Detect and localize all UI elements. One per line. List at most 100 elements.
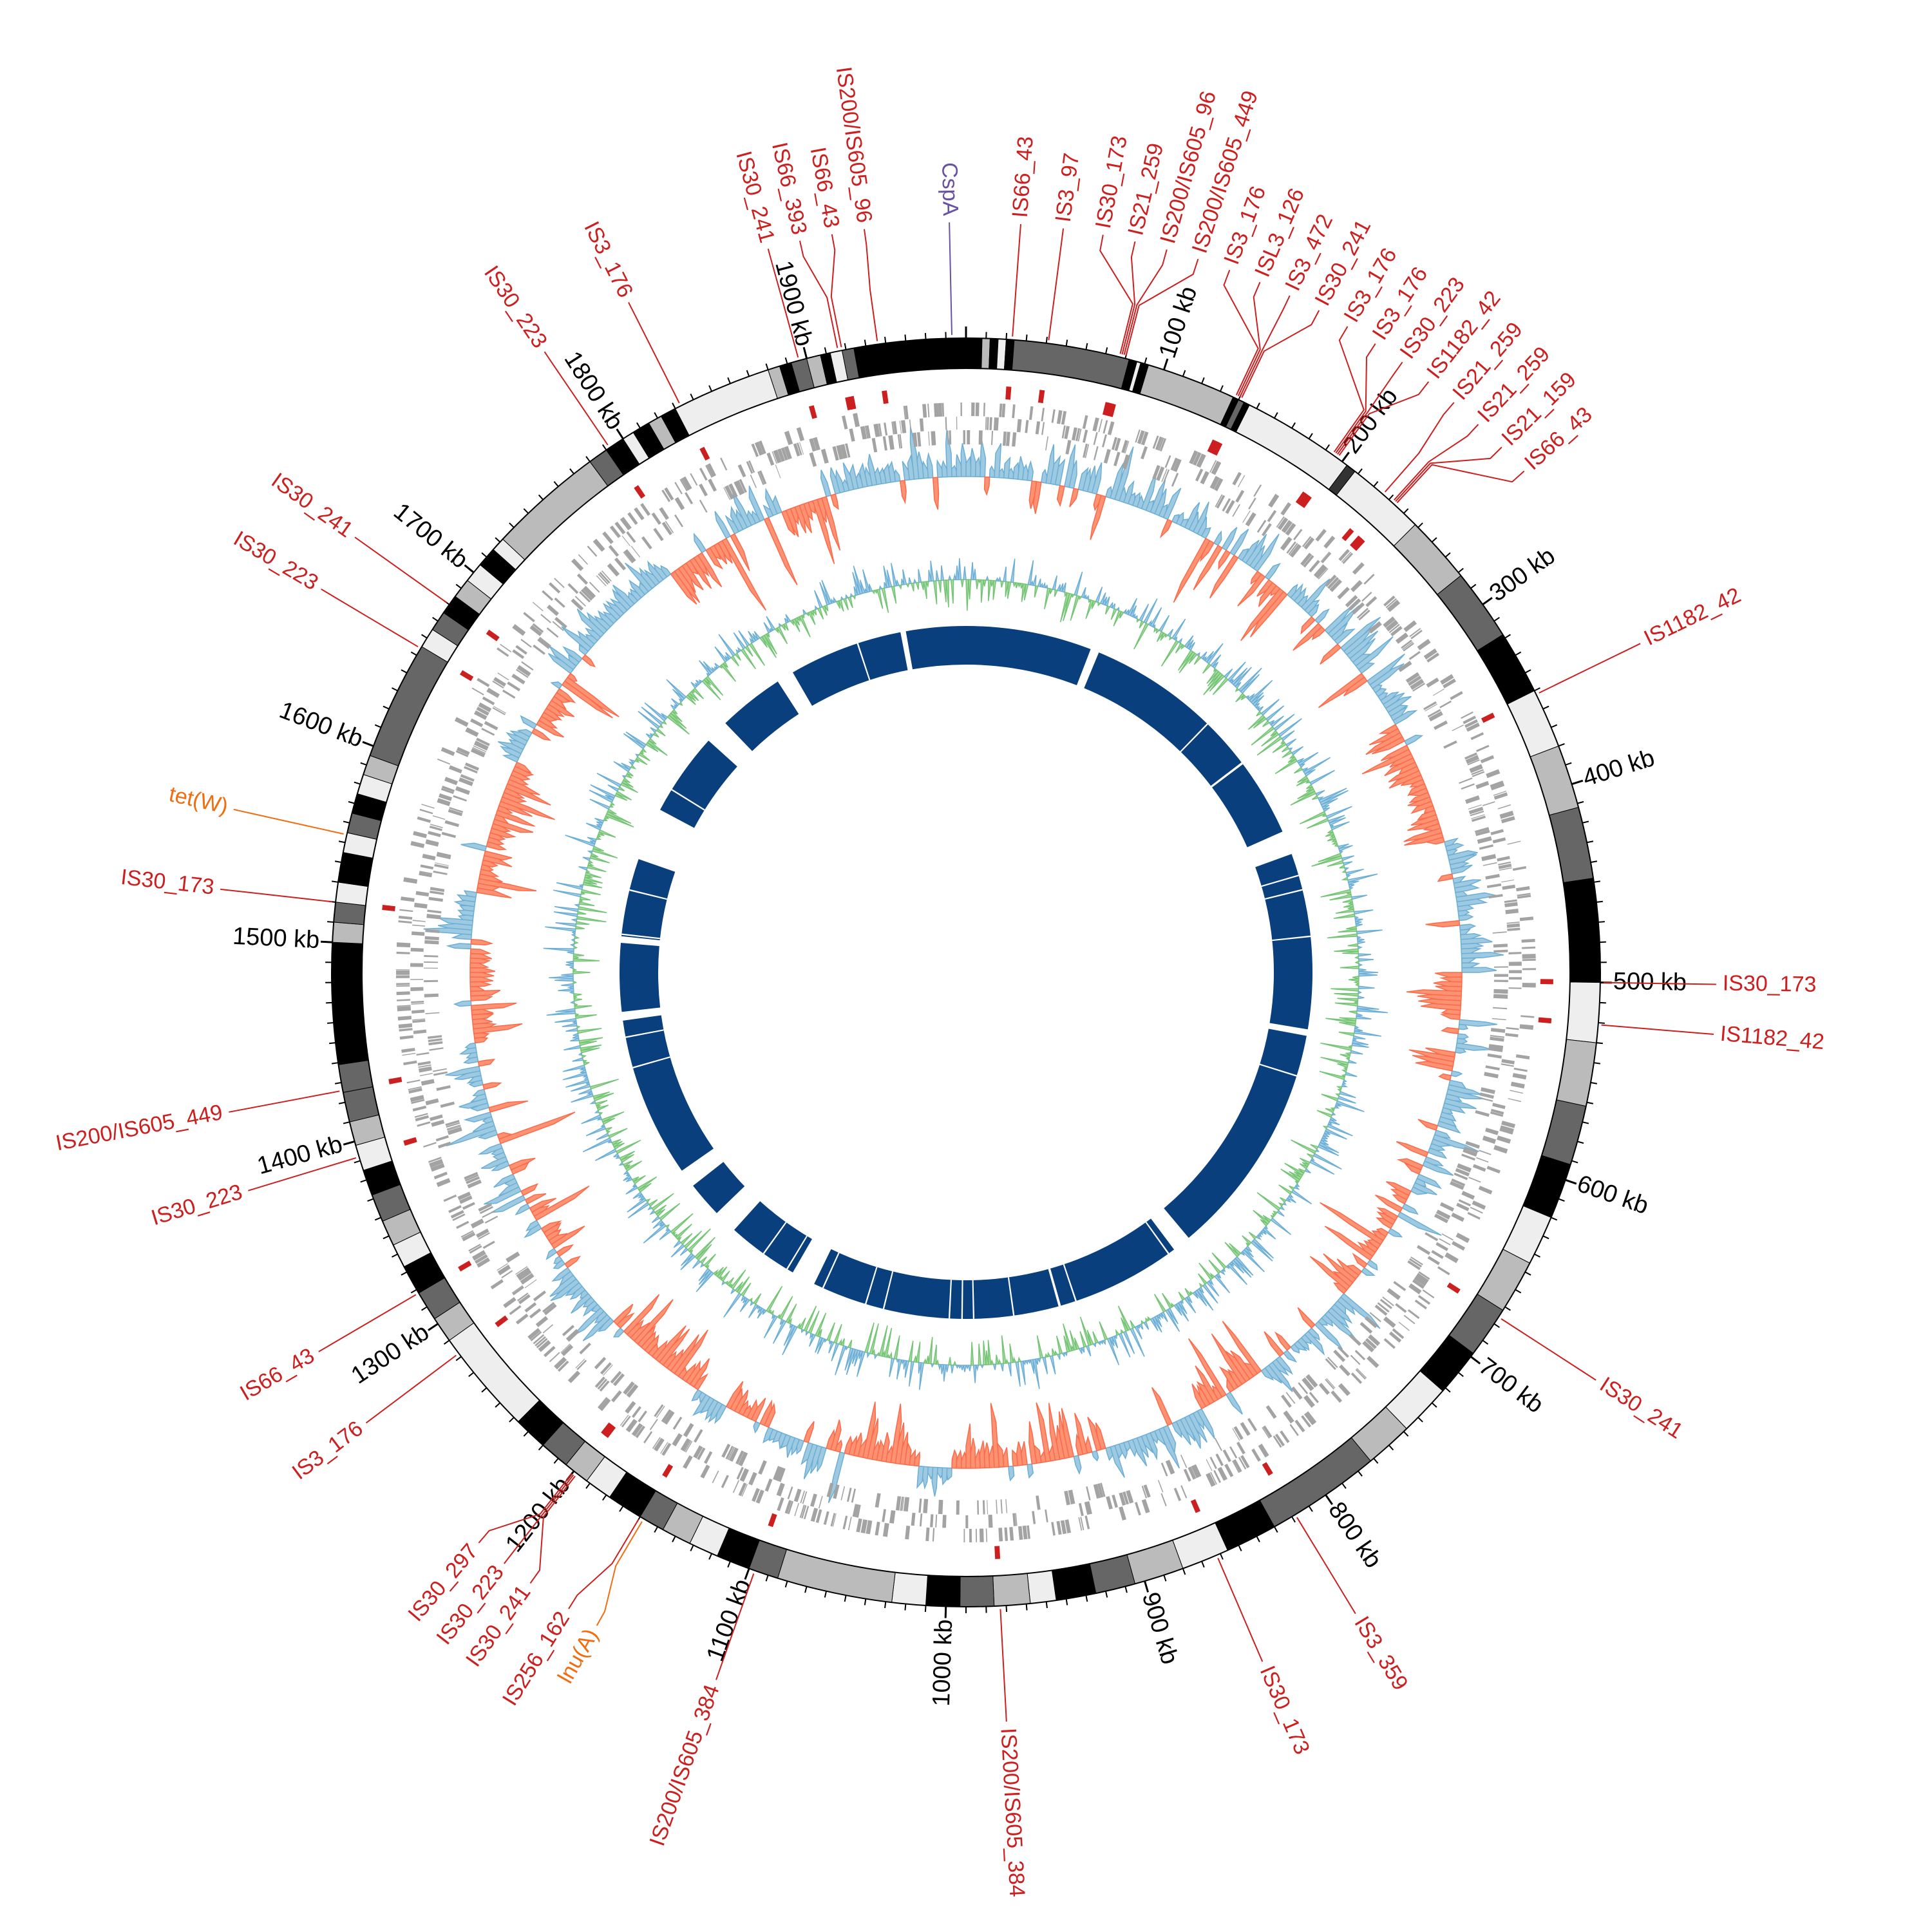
inner-ring-gap-line: [796, 1240, 817, 1276]
minor-tick: [1504, 634, 1511, 639]
minor-tick: [392, 1253, 398, 1258]
gc-content-above-mean: [543, 558, 1388, 1390]
is-element-mark: [403, 1137, 417, 1146]
minor-tick: [844, 343, 847, 350]
gc-content-track: [543, 558, 1388, 1390]
minor-tick: [1431, 537, 1437, 543]
is-element-mark: [1538, 1017, 1552, 1024]
feature-leader-line: [1296, 1517, 1356, 1615]
minor-tick: [495, 537, 501, 543]
minor-tick: [410, 651, 417, 656]
is-element-mark: [388, 1077, 402, 1084]
major-tick: [1482, 596, 1493, 605]
minor-tick: [1565, 762, 1572, 766]
inner-ring-gap-line: [632, 1056, 670, 1068]
is-element-mark: [848, 395, 857, 410]
minor-tick: [1325, 444, 1331, 451]
minor-tick: [410, 1289, 417, 1294]
inner-ring-gap-line: [1063, 1264, 1077, 1302]
ideogram-band: [337, 1059, 374, 1093]
minor-tick: [1085, 1595, 1088, 1602]
inner-ring-segment: [621, 859, 676, 940]
ideogram-band: [1027, 1569, 1057, 1604]
minor-tick: [784, 357, 788, 365]
minor-tick: [1065, 339, 1068, 346]
minor-tick: [1105, 1591, 1108, 1598]
tick-label: 1600 kb: [276, 697, 366, 753]
major-tick: [802, 346, 808, 359]
minor-tick: [601, 1494, 607, 1501]
feature-leader-line: [321, 588, 419, 648]
is-element-label: IS30_241: [267, 468, 357, 542]
minor-tick: [708, 385, 712, 392]
minor-tick: [601, 444, 607, 451]
feature-leader-line: [365, 1354, 457, 1424]
is-element-label: IS30_223: [479, 261, 552, 353]
is-element-mark: [1108, 403, 1116, 417]
feature-leader-line: [799, 240, 838, 348]
feature-leader-line: [544, 351, 609, 446]
gc-content-below-mean: [573, 579, 1359, 1366]
is-element-mark: [1300, 495, 1312, 508]
feature-leader-line: [949, 222, 952, 336]
minor-tick: [1551, 724, 1558, 728]
minor-tick: [1373, 481, 1379, 488]
minor-tick: [455, 1356, 462, 1361]
is-element-label: IS66_43: [236, 1343, 319, 1406]
feature-leader-line: [1123, 249, 1168, 355]
is-element-mark: [460, 670, 474, 681]
major-tick: [1470, 1356, 1481, 1365]
minor-tick: [421, 634, 428, 639]
minor-tick: [746, 370, 750, 377]
inner-ring-gap-line: [1272, 935, 1311, 942]
feature-leader-line: [1335, 343, 1376, 454]
minor-tick: [354, 1160, 361, 1164]
inner-ring-segment: [1164, 1028, 1307, 1238]
minor-tick: [1085, 343, 1088, 350]
minor-tick: [1274, 412, 1278, 419]
is-element-label: IS200/IS605_384: [645, 1681, 724, 1849]
minor-tick: [804, 1586, 808, 1593]
inner-ring-gap-line: [779, 679, 801, 714]
minor-tick: [1582, 820, 1589, 824]
minor-tick: [1045, 336, 1048, 344]
feature-leader-line: [1012, 224, 1021, 337]
minor-tick: [924, 332, 927, 340]
minor-tick: [1534, 687, 1540, 692]
inner-ring-gap-line: [1007, 1277, 1015, 1316]
major-tick: [343, 1141, 355, 1146]
minor-tick: [672, 1536, 676, 1542]
ideogram-band: [891, 1571, 929, 1606]
minor-tick: [331, 880, 339, 883]
feature-leader-line: [354, 536, 448, 603]
inner-ring-gap-line: [882, 1271, 894, 1309]
minor-tick: [334, 860, 342, 863]
is-element-mark: [382, 905, 395, 911]
minor-tick: [1534, 1253, 1540, 1258]
minor-tick: [824, 347, 827, 354]
ideogram-band: [981, 337, 991, 370]
gc-skew-negative: [469, 476, 1463, 1469]
inner-ring-gap-line: [1264, 889, 1303, 900]
minor-tick: [401, 1271, 408, 1276]
minor-tick: [334, 1082, 342, 1084]
minor-tick: [523, 508, 529, 514]
minor-tick: [1341, 1482, 1347, 1489]
genome-ideogram-ring: [331, 337, 1601, 1607]
minor-tick: [1182, 1568, 1186, 1575]
is-element-mark: [601, 1422, 613, 1436]
minor-tick: [1388, 1444, 1394, 1451]
minor-tick: [1493, 1323, 1500, 1328]
minor-tick: [844, 1595, 847, 1602]
feature-leader-line: [1395, 446, 1502, 502]
inner-ring-gap-line: [1081, 650, 1097, 688]
tick-label: 1800 kb: [559, 346, 629, 434]
minor-tick: [1590, 860, 1598, 863]
feature-leader-line: [1333, 326, 1365, 453]
inner-ring-gap-line: [1261, 875, 1299, 887]
is-element-mark: [994, 1546, 1001, 1559]
minor-tick: [1457, 567, 1464, 573]
minor-tick: [481, 552, 488, 558]
inner-ring-segment: [623, 1015, 714, 1171]
